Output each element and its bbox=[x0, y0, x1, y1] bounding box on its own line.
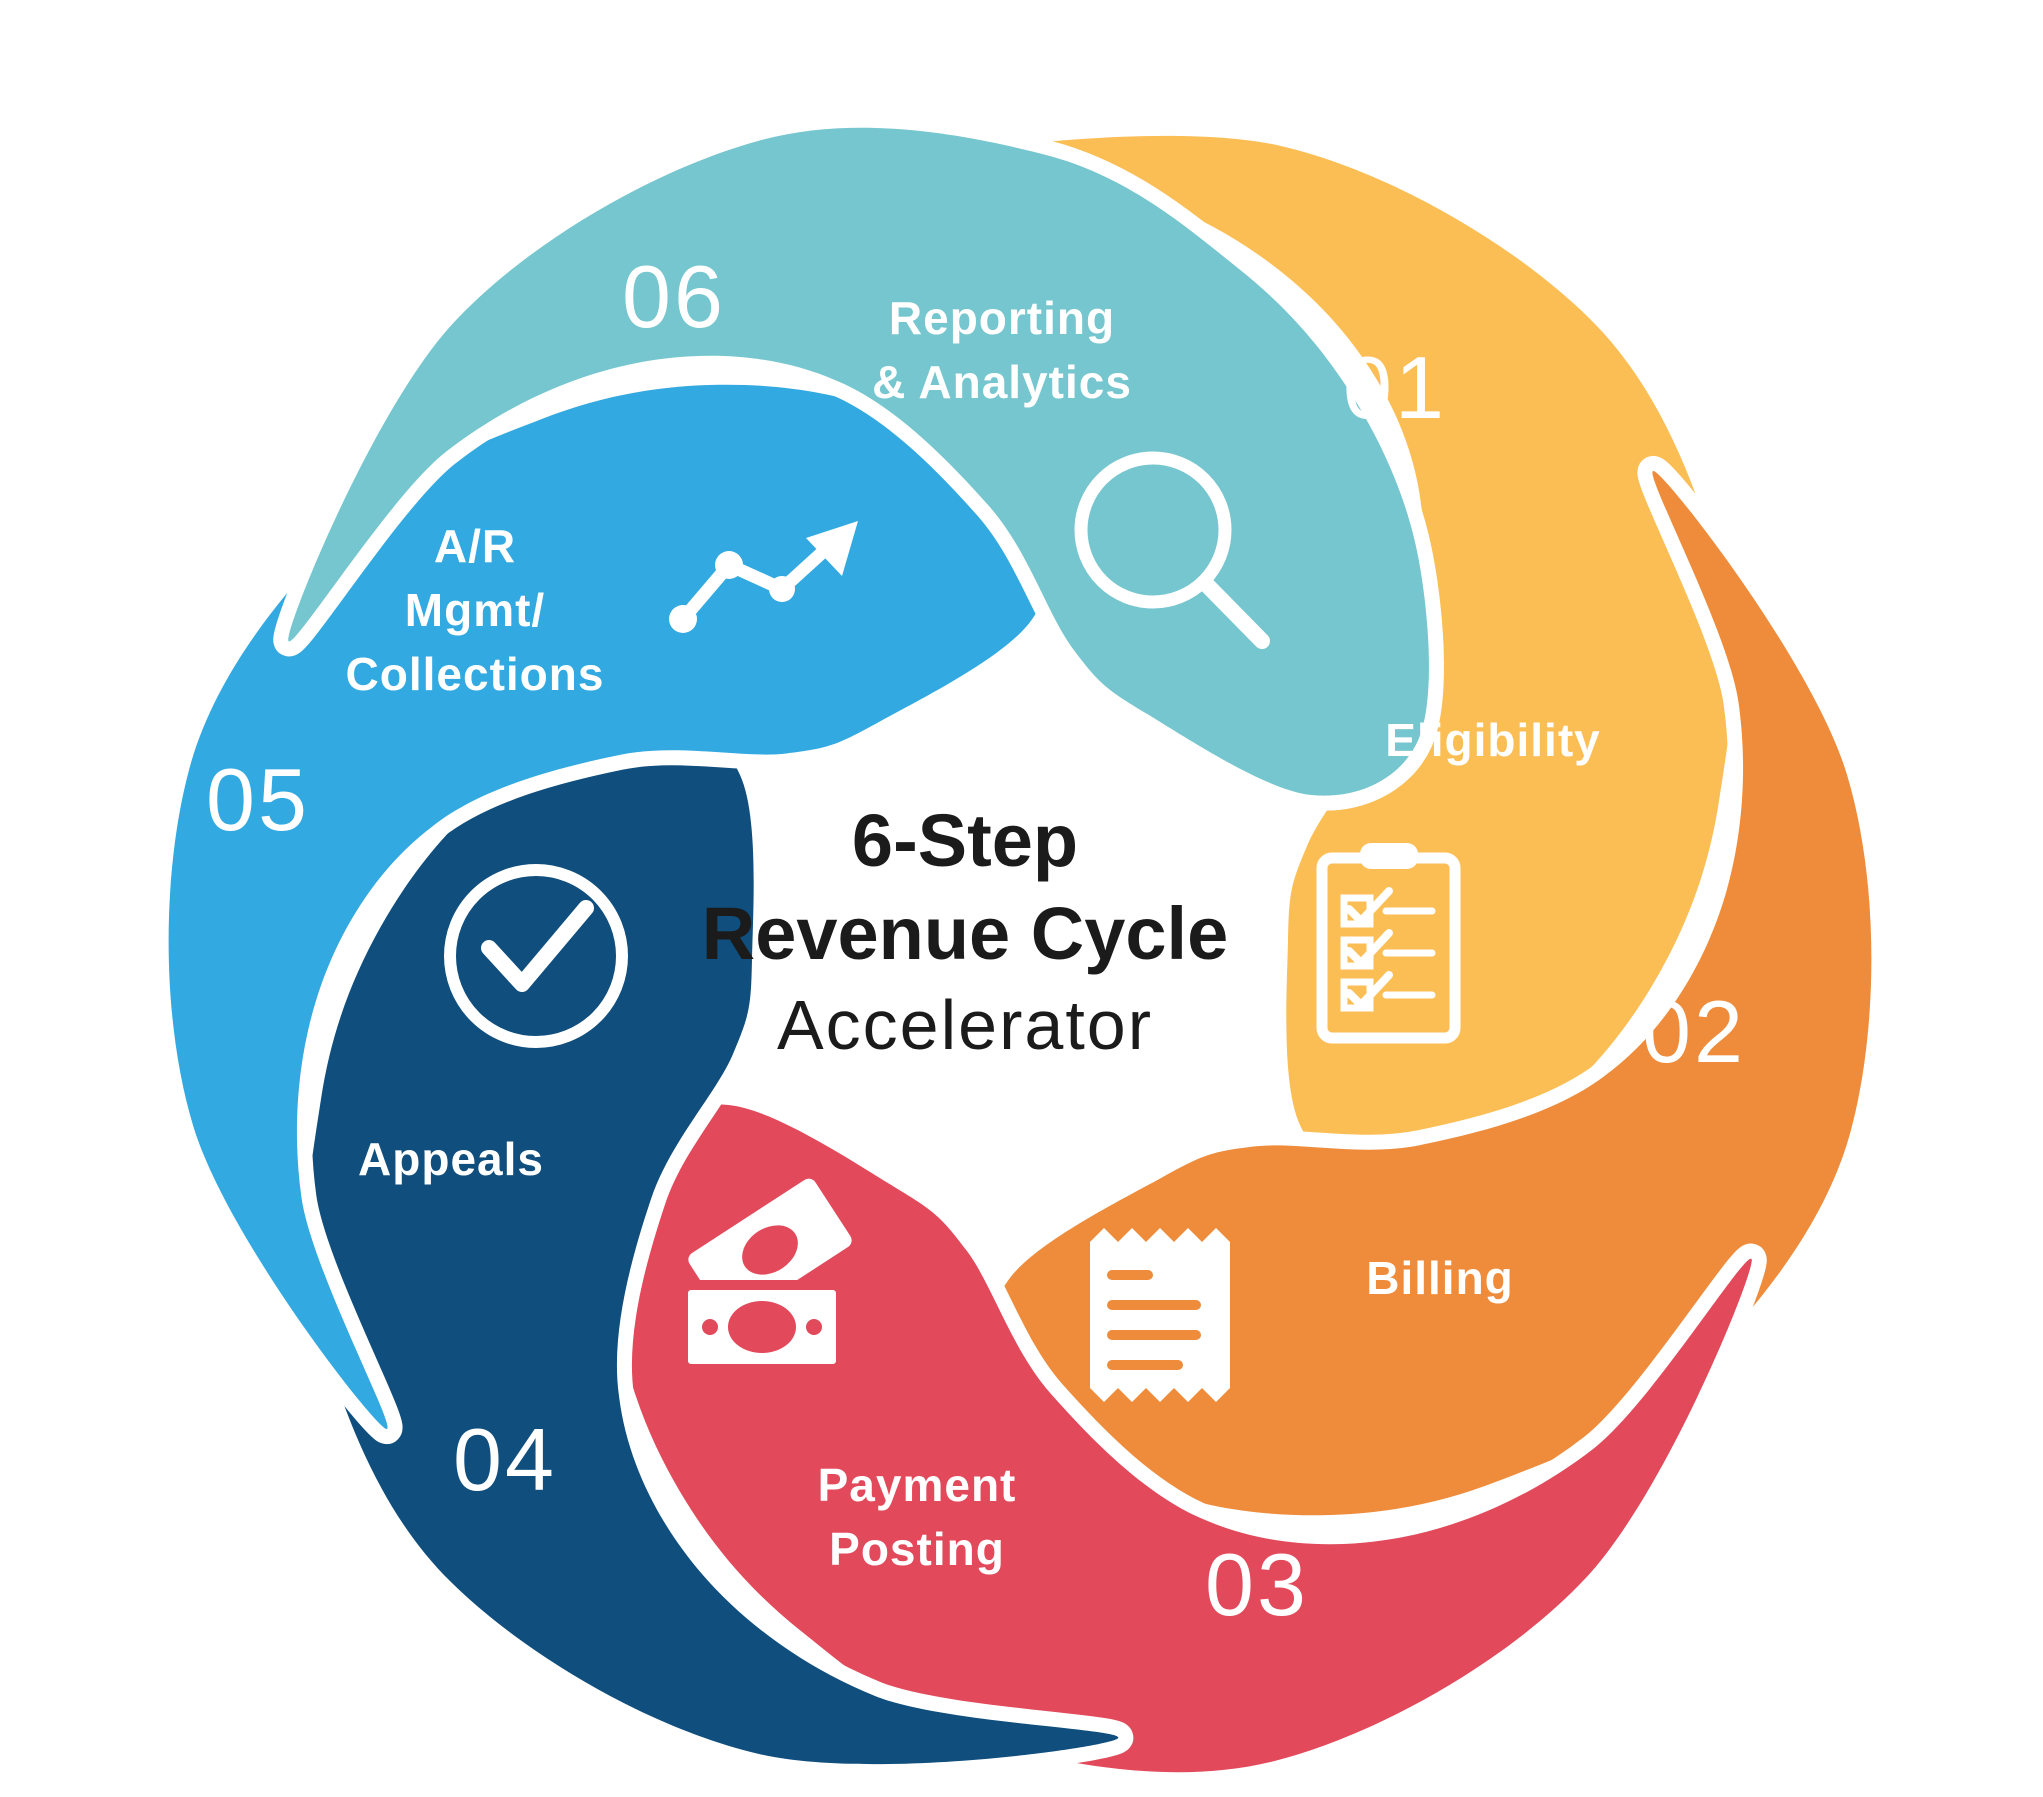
clipboard-checklist-icon bbox=[1316, 843, 1461, 1044]
label-line: A/R bbox=[433, 520, 517, 572]
title-line-1: 6-Step bbox=[851, 799, 1079, 882]
money-bills-icon bbox=[678, 1178, 852, 1374]
step-number-04: 04 bbox=[453, 1410, 557, 1509]
label-line: Mgmt/ bbox=[404, 584, 546, 636]
step-label-billing: Billing bbox=[1366, 1246, 1514, 1310]
label-line: Posting bbox=[829, 1523, 1005, 1575]
magnifier-icon bbox=[1074, 451, 1270, 649]
step-number-01: 01 bbox=[1343, 338, 1447, 437]
label-line: Eligibility bbox=[1385, 714, 1601, 766]
step-label-eligibility: Eligibility bbox=[1385, 708, 1600, 772]
step-number-02: 02 bbox=[1642, 982, 1746, 1081]
label-line: & Analytics bbox=[872, 356, 1132, 408]
label-line: Collections bbox=[345, 648, 605, 700]
check-circle-icon bbox=[444, 864, 628, 1048]
label-line: Reporting bbox=[888, 292, 1116, 344]
receipt-icon bbox=[1090, 1228, 1230, 1402]
trend-arrow-icon bbox=[669, 521, 858, 633]
step-number-05: 05 bbox=[206, 750, 310, 849]
label-line: Payment bbox=[817, 1459, 1017, 1511]
title-line-3: Accelerator bbox=[776, 986, 1154, 1064]
step-label-payment-posting: Payment Posting bbox=[818, 1453, 1017, 1581]
step-label-ar-mgmt-collections: A/R Mgmt/ Collections bbox=[346, 514, 605, 706]
label-line: Billing bbox=[1366, 1252, 1514, 1304]
step-label-reporting-analytics: Reporting & Analytics bbox=[872, 286, 1132, 414]
label-line: Appeals bbox=[358, 1133, 544, 1185]
step-label-appeals: Appeals bbox=[358, 1127, 544, 1191]
receipt-text-lines bbox=[1107, 1270, 1201, 1370]
title-line-2: Revenue Cycle bbox=[701, 892, 1229, 975]
step-number-03: 03 bbox=[1205, 1535, 1309, 1634]
center-title: 6-Step Revenue Cycle Accelerator bbox=[702, 794, 1229, 1070]
step-number-06: 06 bbox=[622, 247, 726, 346]
